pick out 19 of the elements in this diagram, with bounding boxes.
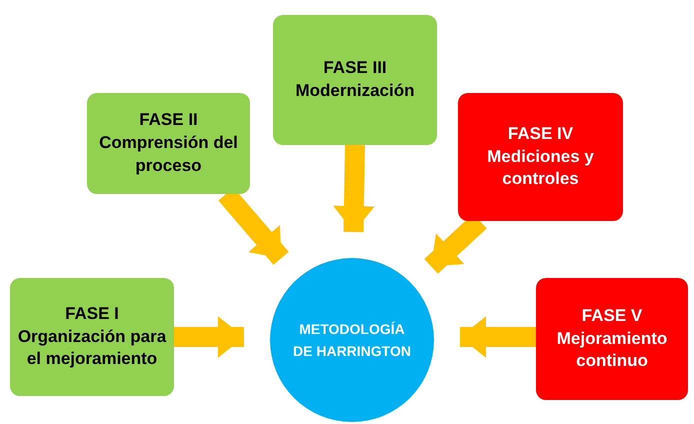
phase-box <box>10 278 174 396</box>
node-text: Organización para el mejoramiento <box>16 326 168 370</box>
phase-box <box>458 93 623 221</box>
arrow <box>460 316 536 358</box>
node-text: Comprensión del proceso <box>98 132 239 177</box>
phase-title: FASE V <box>582 304 642 327</box>
arrow <box>174 316 244 358</box>
phase-box <box>87 93 250 194</box>
phase-title: FASE II <box>139 109 198 132</box>
node-text: Mejoramiento continuo <box>556 328 668 372</box>
phase-title: FASE III <box>323 57 387 80</box>
phase-title: FASE IV <box>508 122 574 145</box>
phase-box <box>273 15 437 145</box>
node-text: Mediciones y controles <box>486 146 595 190</box>
phase-title: FASE I <box>65 302 119 325</box>
arrow <box>333 144 375 232</box>
phase-box <box>536 278 688 400</box>
node-text: Modernización <box>295 80 414 102</box>
node-text: METODOLOGÍA DE HARRINGTON <box>292 320 412 361</box>
